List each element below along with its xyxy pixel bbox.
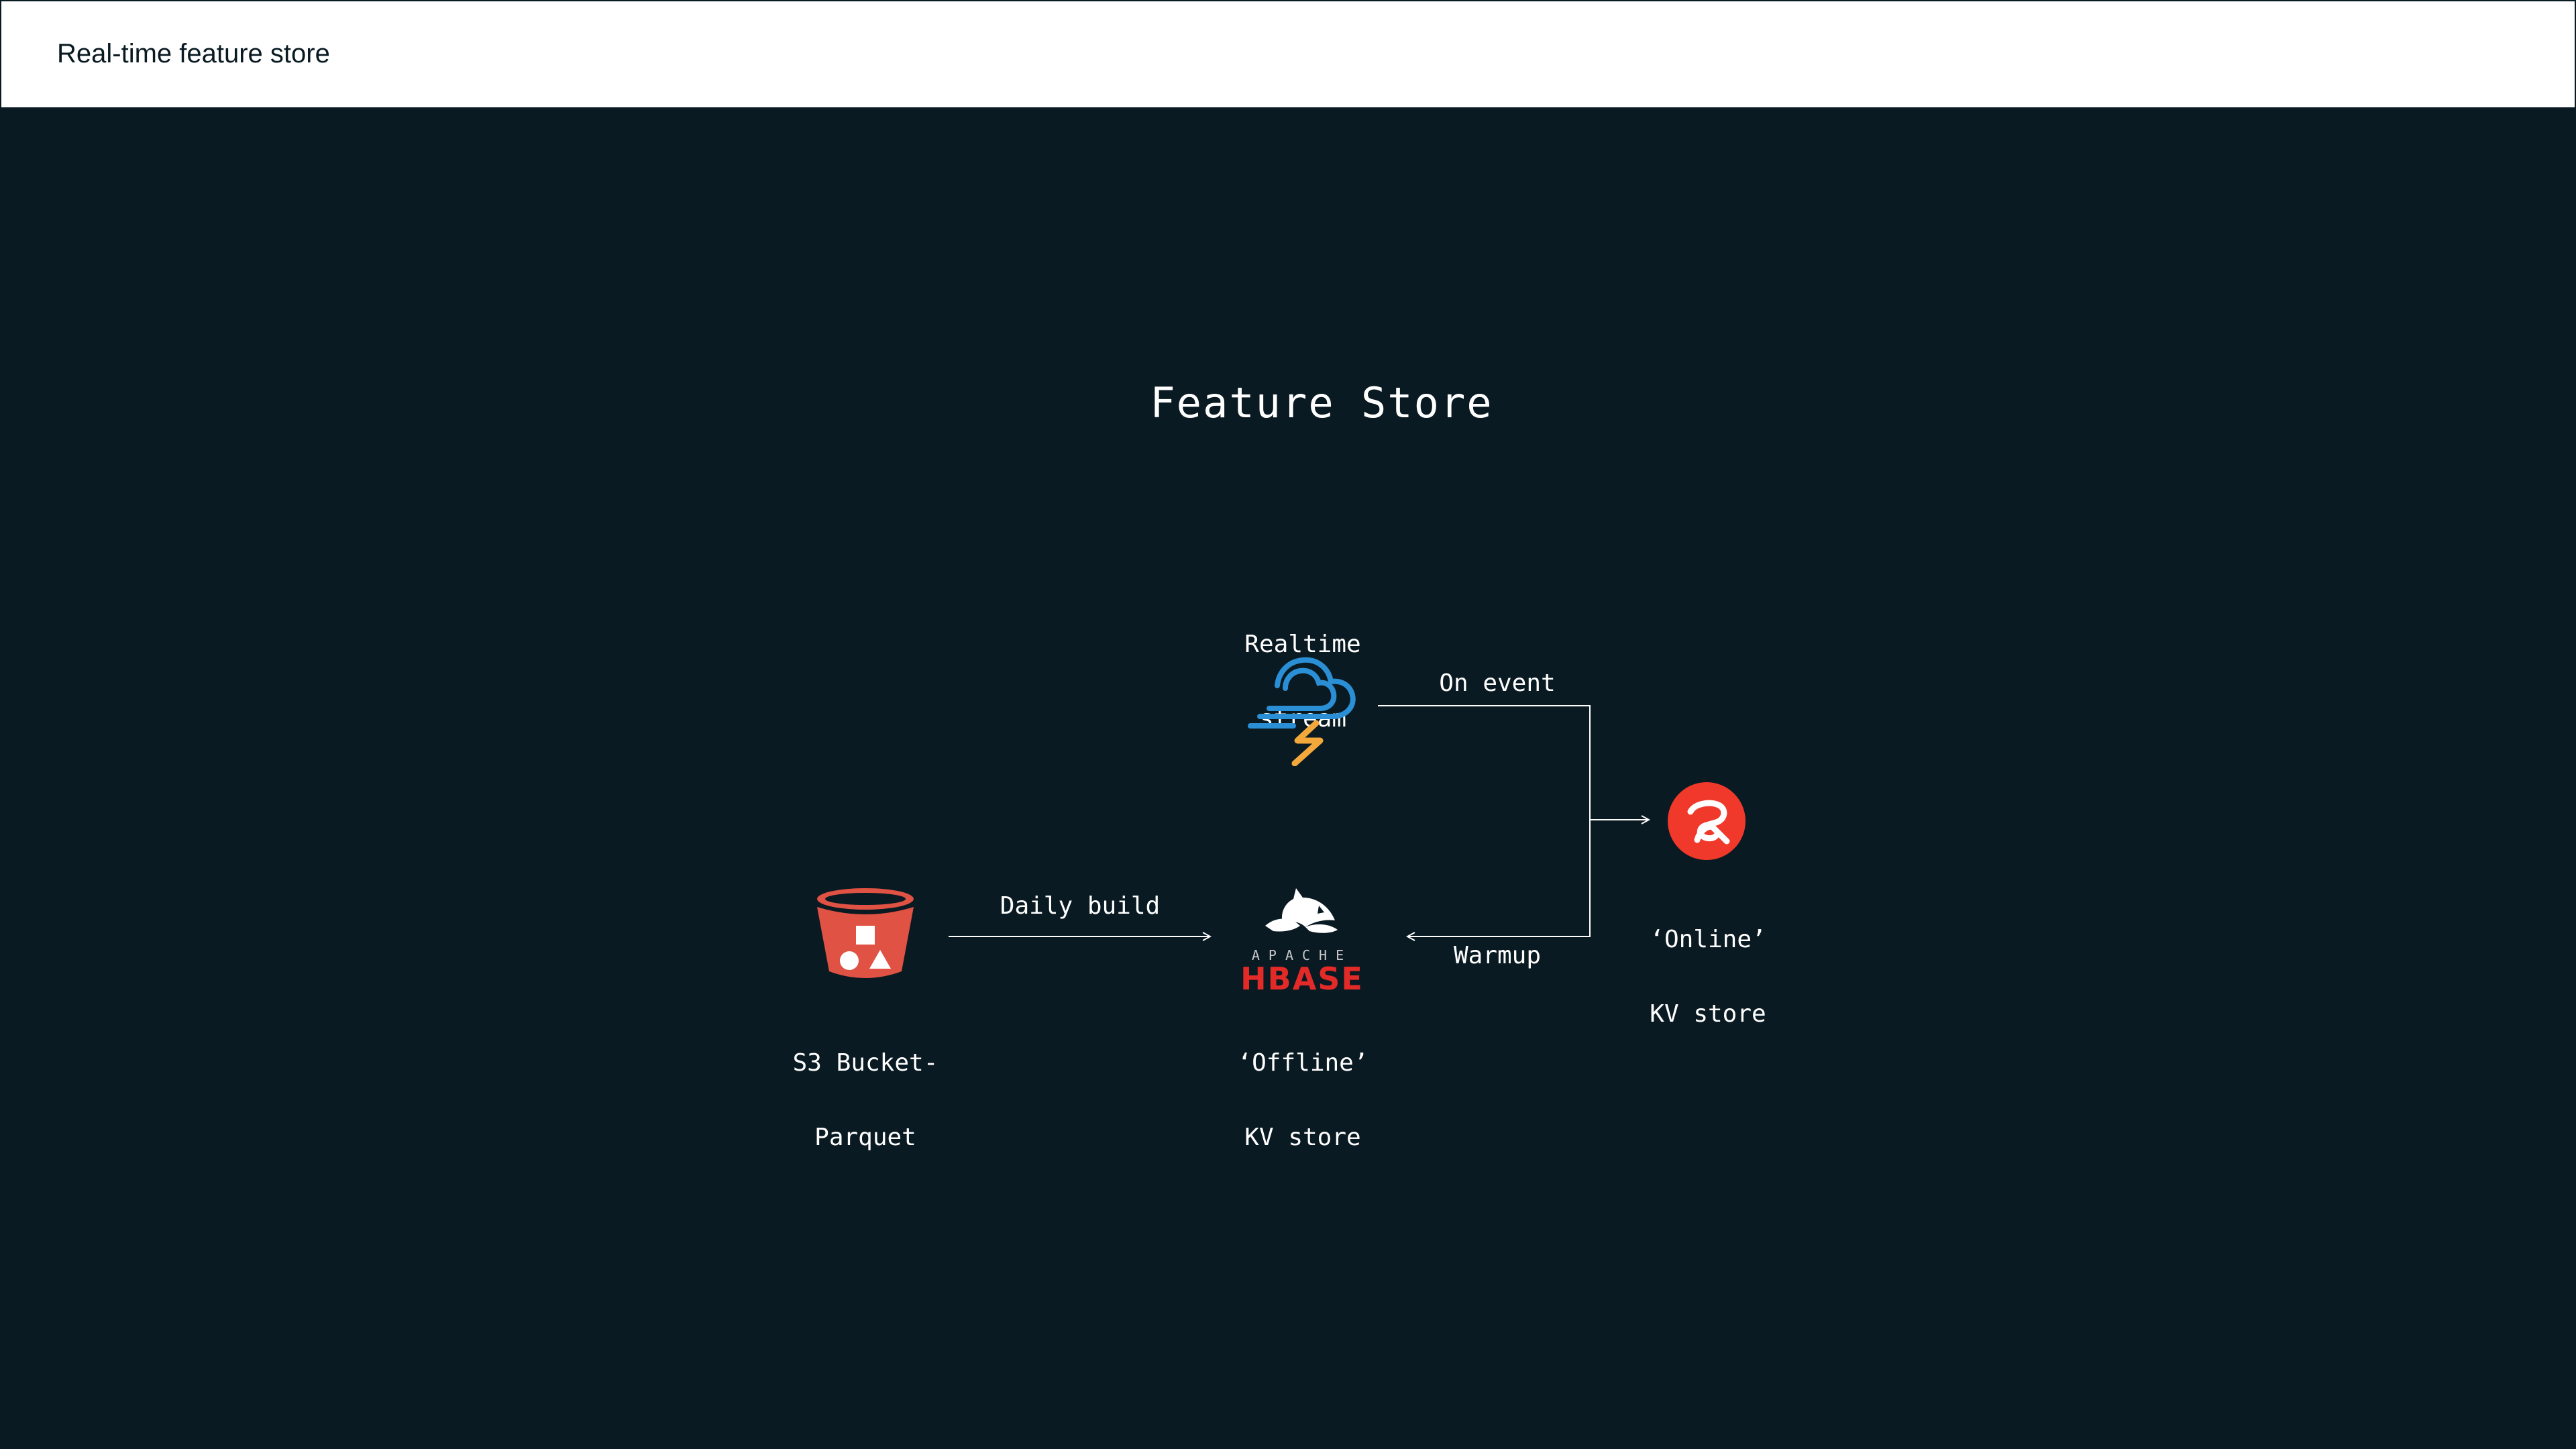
node-online-label-line2: KV store [1650,1000,1766,1028]
page-title: Real-time feature store [57,39,330,68]
node-s3-label-line2: Parquet [814,1124,916,1151]
header-bar: Real-time feature store [0,0,2576,109]
hbase-logo-hbase: HBASE [1240,961,1364,997]
node-online-label: ‘Online’ KV store [1601,877,1815,1076]
edge-label-on-event: On event [1439,669,1556,697]
connector-lines [949,705,2576,1449]
node-realtime-label-line1: Realtime [1244,631,1361,658]
hbase-logo-apache: APACHE [1251,947,1353,963]
edge-label-warmup: Warmup [1453,942,1542,969]
edge-label-daily-build: Daily build [1000,892,1161,920]
node-s3-label: S3 Bucket- Parquet [758,1001,973,1199]
node-hbase-label: ‘Offline’ KV store [1195,1001,1410,1199]
apache-hbase-orca-icon [1265,888,1338,933]
node-s3-label-line1: S3 Bucket- [792,1049,938,1077]
diagram-title: Feature Store [1150,378,1493,427]
diagram-canvas: Feature Store On event Daily build Warmu… [0,109,2576,1449]
edge-warmup [1407,820,1591,936]
storm-cloud-lightning-icon [1248,657,1356,766]
node-hbase-label-line2: KV store [1244,1124,1361,1151]
node-online-label-line1: ‘Online’ [1650,926,1766,953]
node-hbase-label-line1: ‘Offline’ [1237,1049,1368,1077]
redis-style-r-icon [1668,782,1746,860]
s3-bucket-icon [817,888,914,978]
edge-on-event [1378,705,1591,820]
